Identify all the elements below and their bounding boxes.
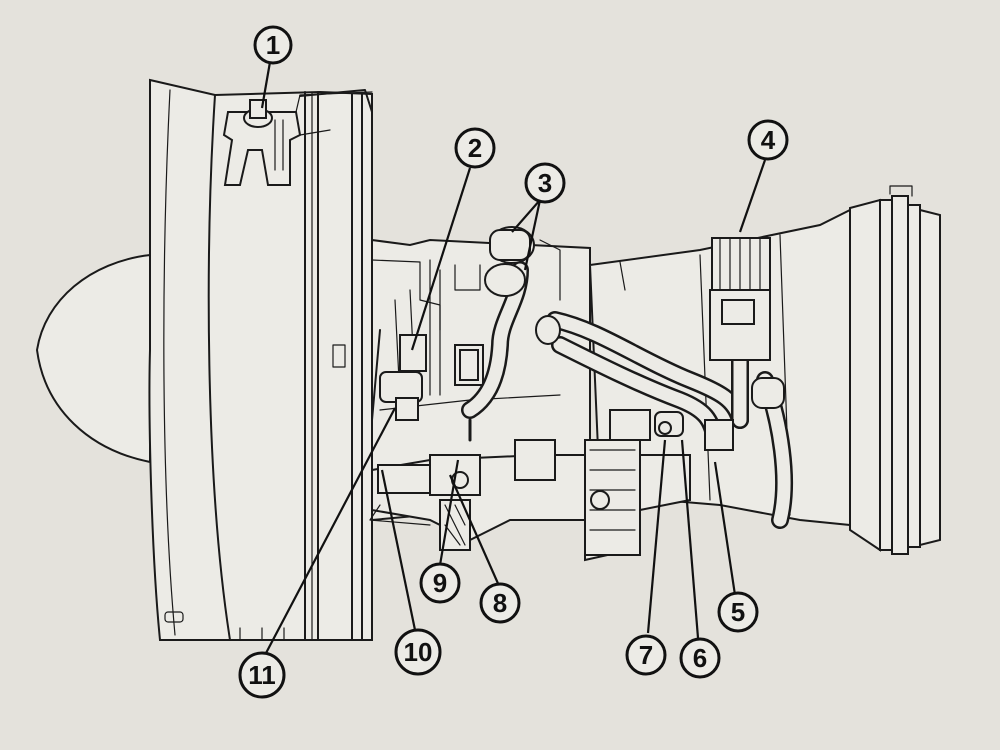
callout-3: 3 [524,162,566,204]
leader-2 [410,167,472,351]
spinner-cone [35,253,151,464]
callout-4-label: 4 [761,125,776,155]
leader-6 [680,439,700,639]
callout-11: 11 [238,651,286,699]
callout-8: 8 [479,582,521,624]
leader-3b [523,199,542,271]
callout-11-label: 11 [248,660,276,690]
callout-6-label: 6 [693,643,707,673]
forward-engine-mount [222,89,373,186]
callout-7-label: 7 [639,640,653,670]
callout-10: 10 [394,628,442,676]
exhaust-nozzle [849,185,941,555]
callout-1-label: 1 [266,30,280,60]
callout-5: 5 [717,591,759,633]
leader-3a [511,199,541,233]
ignition-exciter-box [704,237,785,451]
leader-11 [264,407,396,656]
callout-10-label: 10 [404,637,433,667]
callout-7: 7 [625,634,667,676]
leader-7 [646,439,667,634]
leader-8 [448,474,502,589]
callout-4: 4 [747,119,789,161]
accessory-gearbox [369,334,691,562]
callout-9: 9 [419,562,461,604]
callout-2-label: 2 [468,133,482,163]
callout-3-label: 3 [538,168,552,198]
leader-5 [713,461,737,596]
callout-8-label: 8 [493,588,507,618]
leader-10 [380,469,417,631]
callout-1: 1 [253,25,293,65]
leader-1 [260,61,272,109]
leader-lines [260,61,767,656]
fan-case [148,78,373,641]
callout-6: 6 [679,637,721,679]
callout-2: 2 [454,127,496,169]
leader-4 [738,159,767,233]
fuel-manifold-lines [461,226,561,419]
callout-9-label: 9 [433,568,447,598]
leader-9 [438,459,460,566]
callout-5-label: 5 [731,597,745,627]
